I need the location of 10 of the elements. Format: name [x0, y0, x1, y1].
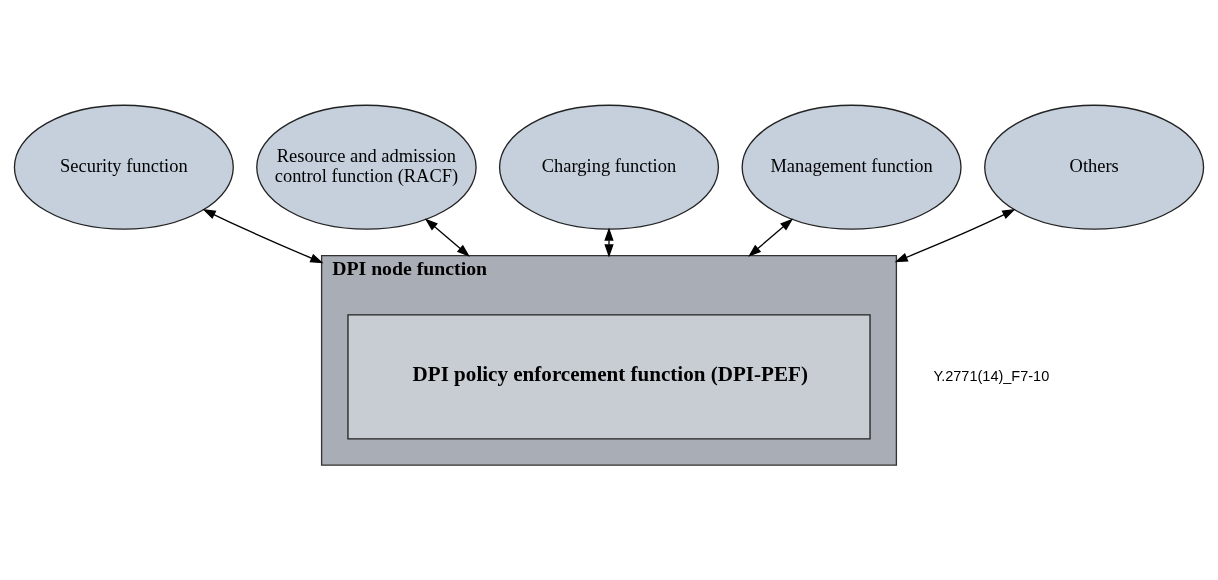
node-ellipse: Charging function: [498, 104, 720, 230]
arrow: [748, 217, 794, 257]
node-box: DPI policy enforcement function (DPI-PEF): [347, 313, 871, 439]
arrow: [894, 208, 1016, 262]
label: Y.2771(14)_F7-10: [933, 367, 1050, 384]
arrow: [604, 227, 614, 258]
arrow: [424, 217, 470, 257]
arrow: [202, 208, 324, 263]
node-ellipse: Others: [984, 104, 1205, 230]
node-ellipse: Security function: [13, 104, 234, 230]
